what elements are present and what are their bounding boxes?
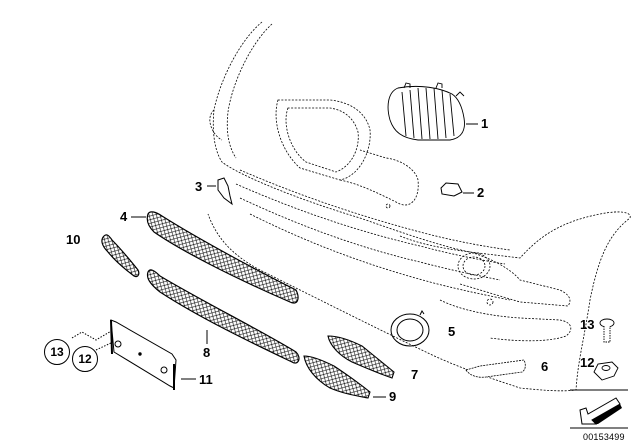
leader-lines xyxy=(71,123,628,429)
callout-3: 3 xyxy=(195,179,203,194)
side-grille-part xyxy=(327,335,395,379)
upper-grille-insert-part xyxy=(146,211,299,304)
tow-hook-cover-part xyxy=(440,182,463,197)
callout-1: 1 xyxy=(481,116,489,131)
callout-8: 8 xyxy=(203,345,211,360)
legend-label-12: 12 xyxy=(580,355,595,370)
callout-5: 5 xyxy=(448,324,456,339)
kidney-grille-part xyxy=(387,82,465,141)
screw-icon xyxy=(599,318,615,343)
callout-7: 7 xyxy=(411,367,419,382)
license-plate-base-part xyxy=(110,319,177,390)
legend-label-13: 13 xyxy=(580,317,595,332)
small-flap-part xyxy=(217,177,233,206)
bumper-shell xyxy=(207,21,631,392)
callout-6: 6 xyxy=(541,359,549,374)
side-trim-strip-part xyxy=(465,359,526,378)
callout-4: 4 xyxy=(120,209,128,224)
lower-side-grille-part xyxy=(303,355,371,399)
callout-9: 9 xyxy=(389,389,397,404)
callout-10: 10 xyxy=(66,232,81,247)
document-id: 00153499 xyxy=(583,432,625,442)
circled-callout-12: 12 xyxy=(72,346,98,372)
small-grille-part xyxy=(101,234,140,278)
callout-2: 2 xyxy=(477,185,485,200)
nut-icon xyxy=(593,361,619,381)
callout-11: 11 xyxy=(199,372,213,387)
circled-callout-13: 13 xyxy=(44,339,70,365)
lower-grille-insert-part xyxy=(146,269,300,364)
fog-light-ring-part xyxy=(390,310,430,347)
direction-arrow-icon xyxy=(579,397,622,425)
